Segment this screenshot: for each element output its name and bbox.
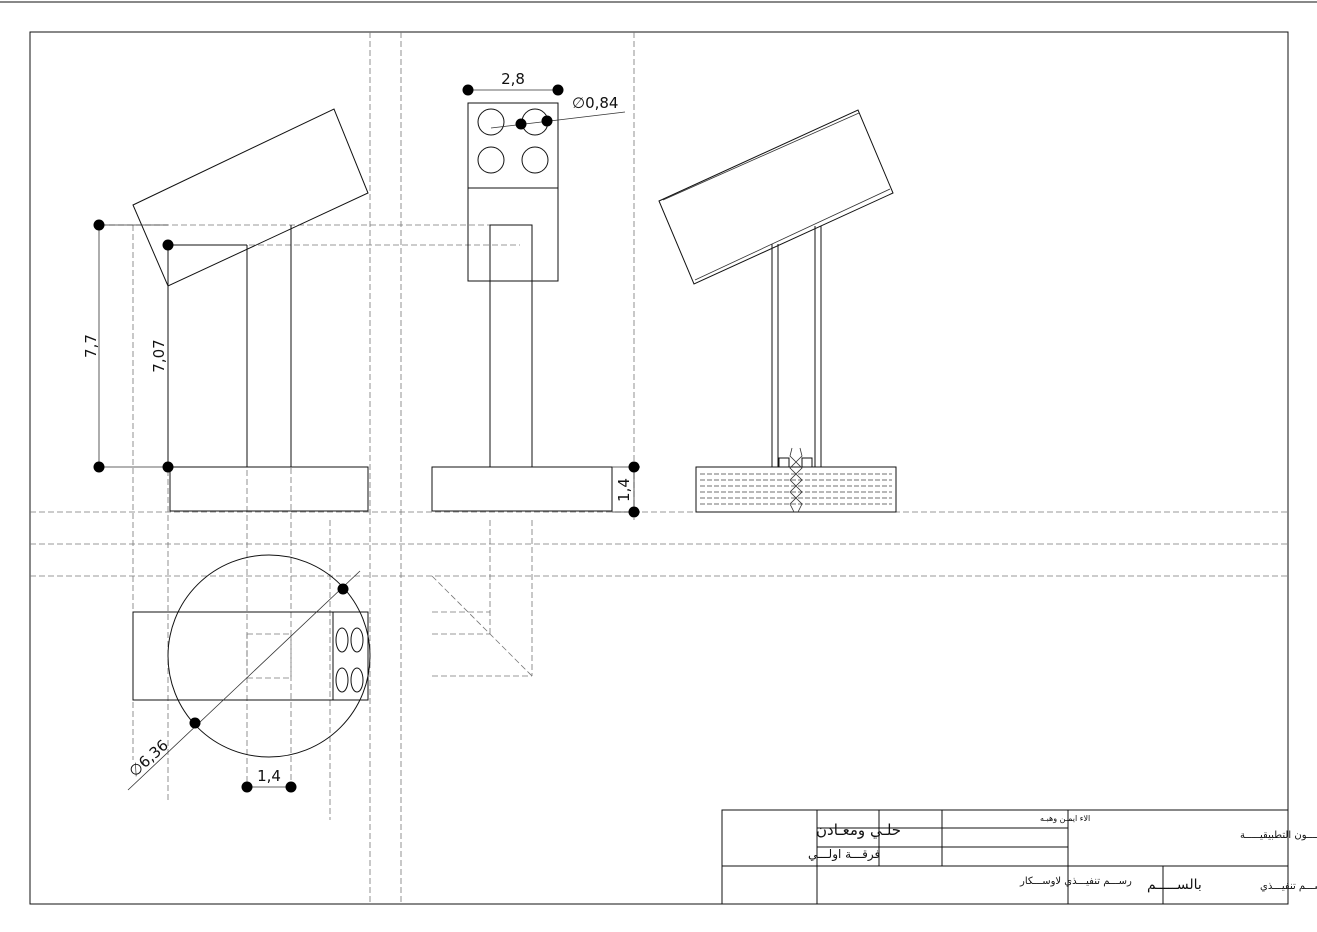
- front-view-head-block: [132, 108, 369, 287]
- top-view-base-circle: [167, 554, 371, 758]
- section-view-base: [695, 466, 897, 513]
- hole: [477, 108, 505, 136]
- department-name: حلـي ومعـادن: [816, 821, 901, 840]
- dim-base-thickness: 1,4: [615, 478, 633, 502]
- drawing-frame: [29, 31, 1289, 905]
- scale-label: بالســـــم: [1147, 877, 1202, 893]
- drawing-type: رســـم تنفيـــذي: [1260, 881, 1317, 892]
- top-view: ∅6,36 1,4: [125, 554, 371, 793]
- side-view-head: [467, 102, 559, 282]
- dim-height-outer: 7,7: [82, 334, 100, 358]
- section-view-head-block: [658, 109, 894, 285]
- dim-hole-diameter: ∅0,84: [572, 94, 618, 112]
- faculty-name: كليـــــة الفنـــــون التطبيقيـــــة: [1240, 830, 1317, 841]
- side-view-stem: [489, 224, 533, 468]
- title-block: حلـي ومعـادن فرقـــة اولـــي الاء ايمـن …: [721, 809, 1317, 905]
- section-view: [658, 109, 897, 513]
- front-view: 7,7 7,07: [82, 108, 369, 512]
- student-name: الاء ايمـن وهبـه: [1040, 814, 1090, 823]
- side-view-base: [431, 466, 613, 512]
- dim-width-top: 2,8: [501, 70, 525, 88]
- construction-lines: [30, 32, 1288, 904]
- drawing-title: رســـم تنفيـــذي لاوســـكار: [1019, 876, 1132, 887]
- front-view-base: [169, 466, 369, 512]
- dim-circle-diameter: ∅6,36: [125, 736, 172, 780]
- hole: [477, 146, 505, 174]
- hole: [521, 146, 549, 174]
- top-view-head: [132, 611, 369, 701]
- dim-height-inner: 7,07: [150, 339, 168, 372]
- dim-stem-width: 1,4: [257, 767, 281, 785]
- class-year: فرقـــة اولـــي: [808, 847, 880, 862]
- side-view: 2,8 ∅0,84 1,4: [431, 70, 640, 518]
